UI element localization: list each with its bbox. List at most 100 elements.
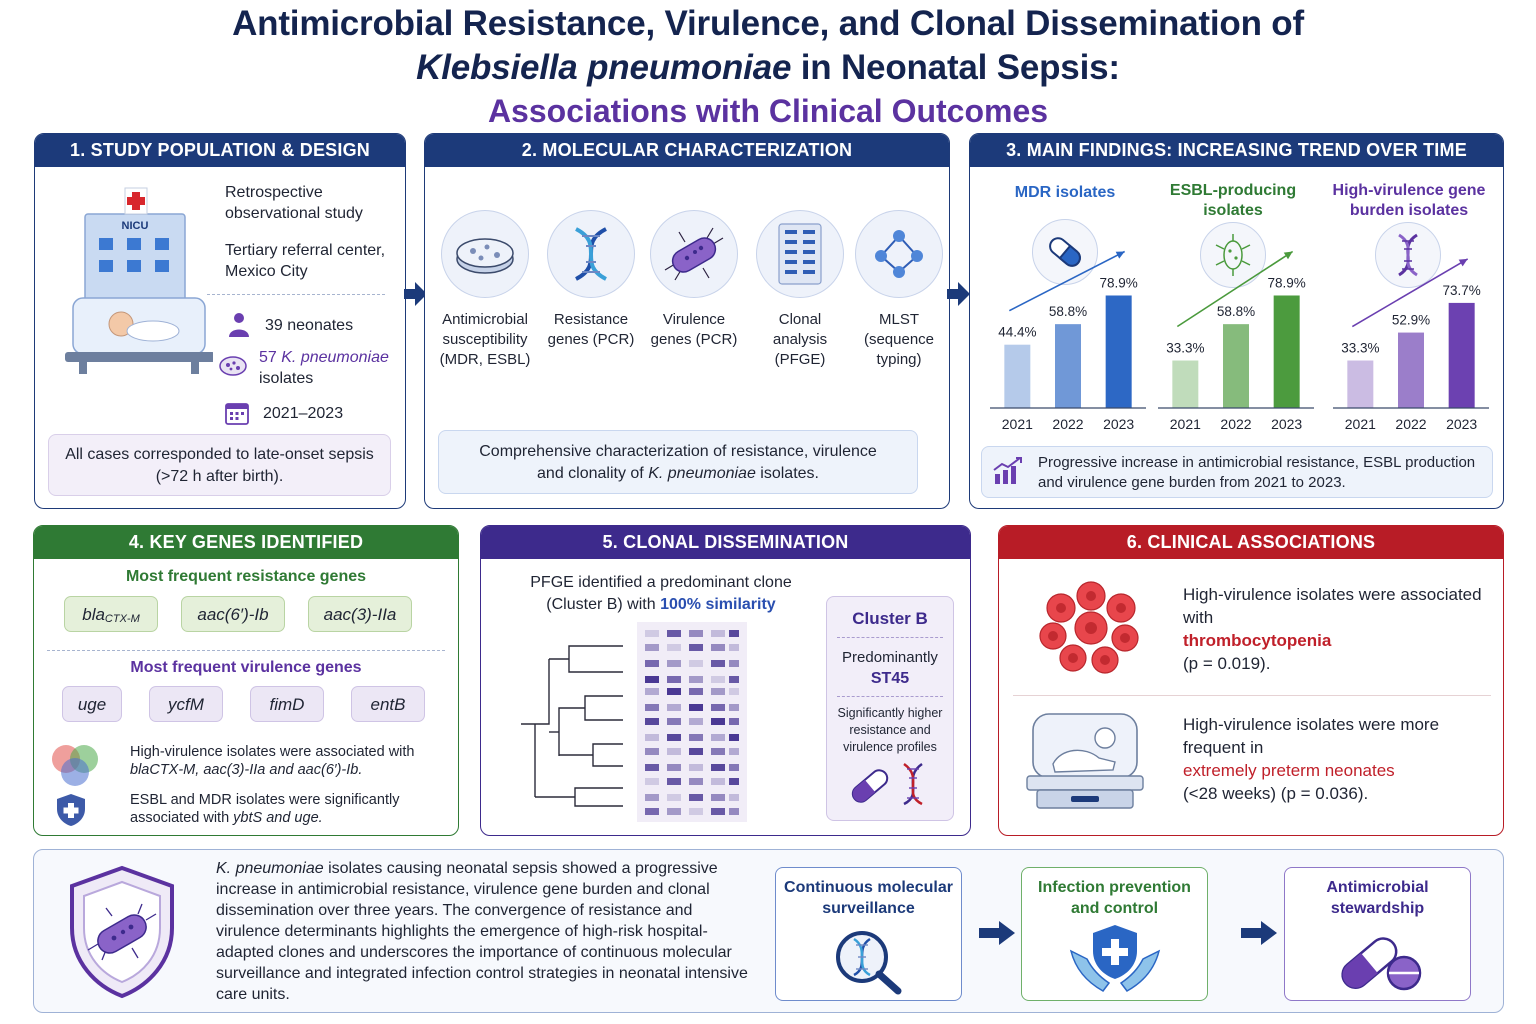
chart-data-label: 73.7%: [1443, 283, 1481, 298]
gel-band: [711, 676, 725, 683]
dna-icon: [1375, 222, 1441, 288]
gel-band: [729, 660, 739, 667]
clinical-text-2: High-virulence isolates were more freque…: [1183, 715, 1440, 757]
gel-band: [711, 748, 725, 755]
panel-header: 5. CLONAL DISSEMINATION: [481, 526, 970, 559]
chart-bar: [1172, 360, 1199, 408]
hands-shield-icon: [1069, 925, 1160, 992]
gel-band: [645, 644, 659, 651]
gel-band: [645, 630, 659, 637]
molecular-note: Comprehensive characterization of resist…: [438, 430, 918, 494]
gel-band: [689, 778, 703, 785]
action-stewardship: Antimicrobial stewardship: [1284, 867, 1471, 1001]
dendrogram: [521, 645, 623, 807]
gel-band: [645, 718, 659, 725]
cluster-profile-text: Significantly higher resistance and viru…: [837, 706, 943, 754]
chart-tick-label: 2021: [1170, 416, 1201, 432]
chart-title-mdr: MDR isolates: [1014, 184, 1116, 201]
conclusion-species: K. pneumoniae: [216, 860, 324, 877]
chart-title-esbl: ESBL-producing isolates: [1169, 182, 1297, 219]
gel-band: [729, 808, 739, 815]
chart-tick-label: 2021: [1002, 416, 1033, 432]
gel-band: [645, 764, 659, 771]
pfge-similarity: 100% similarity: [660, 596, 776, 613]
clinical-pvalue-1: (p = 0.019).: [1183, 654, 1271, 673]
conclusion-text: K. pneumoniae isolates causing neonatal …: [216, 858, 751, 1005]
chart-data-label: 78.9%: [1268, 275, 1306, 290]
chart-tick-label: 2022: [1220, 416, 1251, 432]
gel-band: [711, 764, 725, 771]
gel-band: [667, 660, 681, 667]
flow-arrow: [947, 282, 970, 306]
predominantly-label: Predominantly: [842, 649, 938, 666]
incubator-icon: [1026, 713, 1144, 809]
flow-arrow: [1241, 921, 1277, 945]
flow-arrow: [404, 282, 427, 306]
gel-band: [689, 704, 703, 711]
gel-band: [689, 764, 703, 771]
gel-band: [645, 688, 659, 695]
trend-arrow-head: [1458, 258, 1468, 267]
trend-chart-icon: [993, 457, 1022, 484]
gel-band: [729, 734, 739, 741]
gene-pill-entb: entB: [351, 686, 425, 722]
study-design-text: Retrospective observational study: [225, 184, 363, 222]
gel-band: [645, 704, 659, 711]
gel-band: [689, 734, 703, 741]
divider: [1013, 695, 1491, 696]
page-subtitle: Associations with Clinical Outcomes: [487, 93, 1049, 129]
trend-arrow: [1351, 258, 1469, 328]
gel-band: [689, 660, 703, 667]
chart-bar: [1398, 332, 1424, 408]
gene-pill-blactxm: blaCTX-M: [64, 596, 158, 632]
method-clonal-analysis: Clonal analysis (PFGE): [750, 210, 850, 370]
chart-tick-label: 2022: [1395, 416, 1426, 432]
gel-band: [667, 734, 681, 741]
gel-band: [689, 718, 703, 725]
gel-band: [711, 808, 725, 815]
petri-dish-icon: [441, 210, 529, 298]
pfge-gel: [637, 622, 747, 822]
study-years: 2021–2023: [263, 404, 344, 422]
gene-subscript: CTX-M: [104, 613, 140, 625]
divider: [47, 650, 445, 651]
trend-arrow: [1008, 250, 1126, 312]
gene-pill-uge: uge: [62, 686, 122, 722]
gel-band: [711, 660, 725, 667]
calendar-icon: [225, 403, 249, 425]
gene-pill-aac3: aac(3)-IIa: [308, 596, 412, 632]
petri-dish-icon: [219, 356, 247, 376]
panel-clonal-dissemination: 5. CLONAL DISSEMINATION PFGE identified …: [480, 525, 971, 836]
clinical-association-thrombocytopenia: High-virulence isolates were associated …: [1183, 583, 1483, 675]
chart-tick-label: 2023: [1103, 416, 1134, 432]
clinical-text-1: High-virulence isolates were associated …: [1183, 585, 1482, 627]
panel-key-genes: 4. KEY GENES IDENTIFIED Most frequent re…: [33, 525, 459, 836]
venn-icon: [52, 745, 98, 786]
neonates-count: 39 neonates: [265, 316, 354, 334]
panel-clinical-associations: 6. CLINICAL ASSOCIATIONS High-virulence …: [998, 525, 1504, 836]
panel-header: 6. CLINICAL ASSOCIATIONS: [999, 526, 1503, 559]
divider: [207, 294, 385, 295]
thrombocytopenia-label: thrombocytopenia: [1183, 631, 1332, 650]
assoc2-genes: ybtS and uge.: [233, 810, 323, 826]
preterm-label: extremely preterm neonates: [1183, 761, 1395, 780]
conclusion-body: isolates causing neonatal sepsis showed …: [216, 860, 748, 1003]
nicu-hospital-icon: NICU: [65, 187, 213, 374]
gel-band: [729, 630, 739, 637]
panel-header: 1. STUDY POPULATION & DESIGN: [35, 134, 405, 167]
cluster-b-card: Cluster B Predominantly ST45 Significant…: [826, 596, 954, 821]
chart-bar: [1004, 344, 1031, 408]
action-label: Infection prevention and control: [1038, 879, 1191, 917]
panel-header: 2. MOLECULAR CHARACTERIZATION: [425, 134, 949, 167]
conclusion-bar: K. pneumoniae isolates causing neonatal …: [33, 849, 1504, 1013]
chart-data-label: 44.4%: [998, 325, 1036, 340]
gel-band: [689, 688, 703, 695]
chart-tick-label: 2022: [1052, 416, 1083, 432]
magnifier-dna-icon: [835, 931, 901, 995]
title-line-2-rest: in Neonatal Sepsis:: [791, 48, 1120, 87]
chart-bar: [1448, 302, 1475, 408]
gene-association-2: ESBL and MDR isolates were significantly…: [130, 791, 450, 827]
gel-band: [729, 676, 739, 683]
bacterium-icon: [650, 210, 738, 298]
method-susceptibility: Antimicrobial susceptibility (MDR, ESBL): [435, 210, 535, 370]
